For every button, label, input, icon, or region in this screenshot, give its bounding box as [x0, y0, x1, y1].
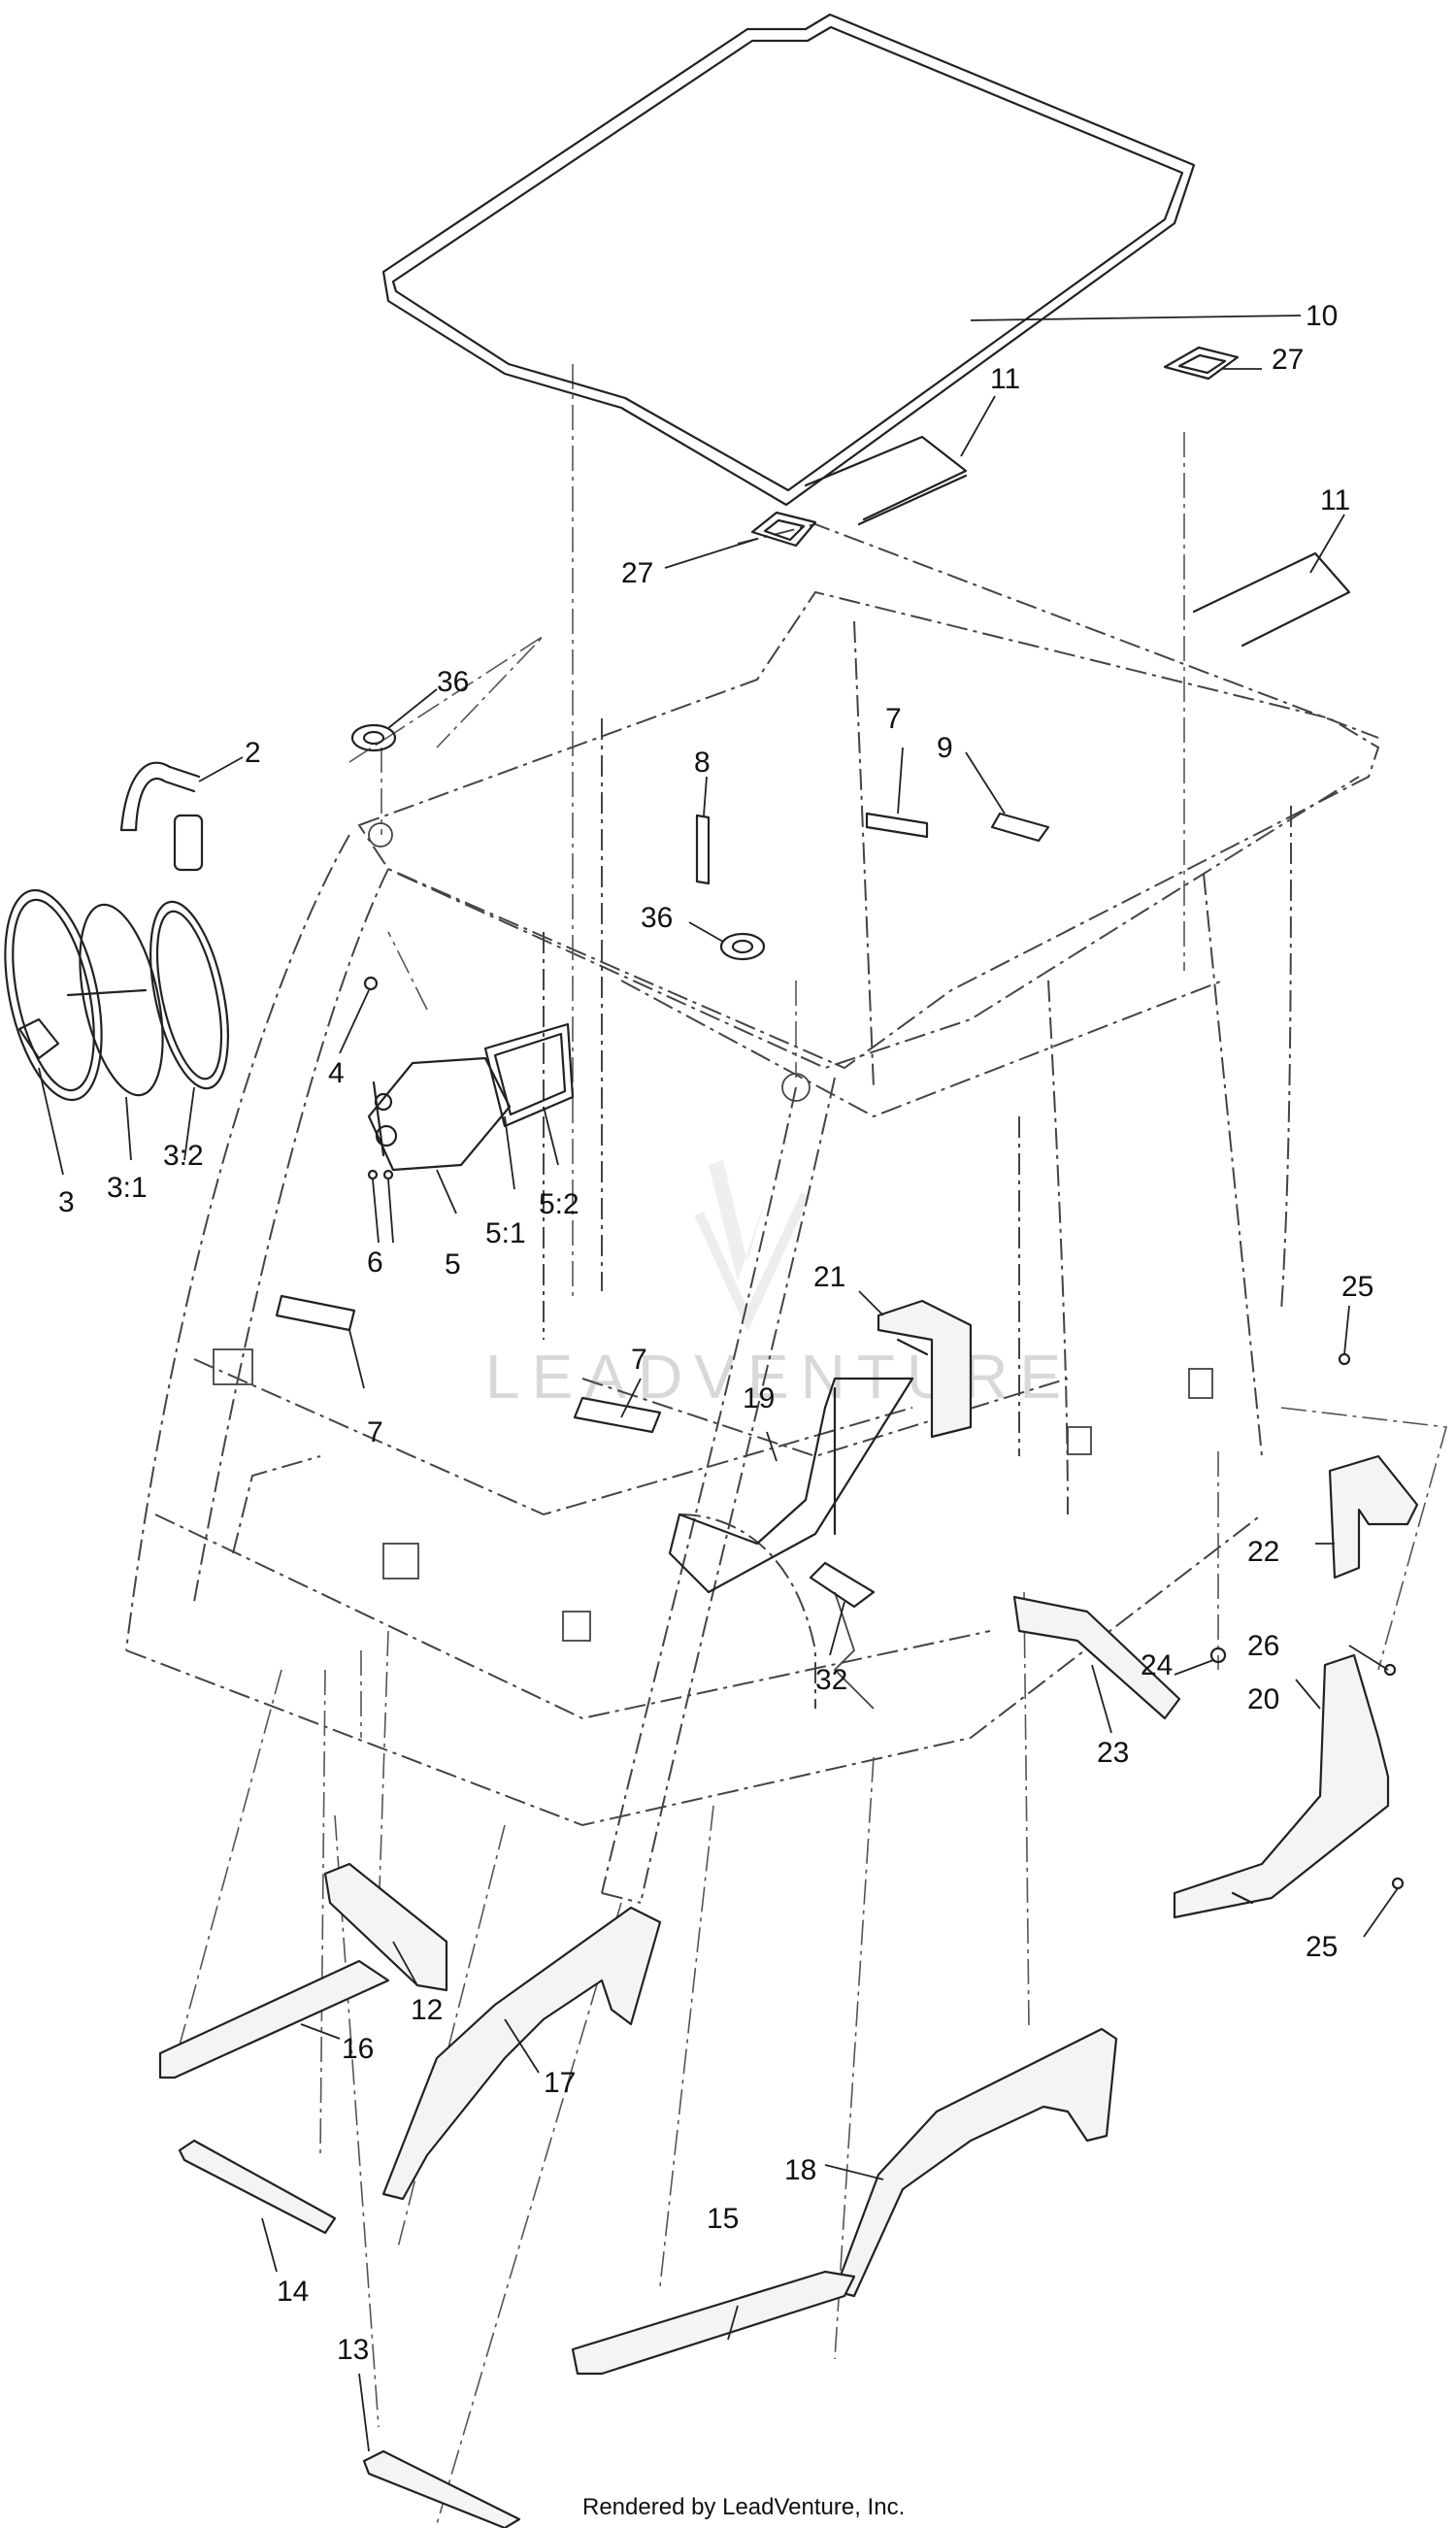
part-26-screw: [1383, 1663, 1397, 1677]
part-21-bracket: [877, 1299, 973, 1439]
part-7-pad-left: [275, 1294, 356, 1332]
callout-5: 5: [445, 1248, 461, 1281]
callout-36-top: 36: [437, 666, 469, 698]
part-4-screw: [363, 976, 379, 991]
callout-3: 3: [58, 1186, 75, 1218]
part-6-screws: [367, 1169, 394, 1181]
callout-9: 9: [937, 732, 953, 764]
part-5-mirror-center: [367, 1056, 512, 1172]
part-14-trim: [178, 2139, 337, 2235]
part-27-grommet-right: [1163, 346, 1240, 381]
part-5-2-mirror-frame: [483, 1022, 575, 1128]
callout-11-left: 11: [990, 363, 1020, 395]
callout-19: 19: [743, 1382, 775, 1414]
part-3-2-mirror-frame: [149, 900, 229, 1090]
callout-3-2: 3:2: [163, 1140, 204, 1172]
callout-25-lower: 25: [1306, 1931, 1338, 1963]
part-7-pad-center: [573, 1396, 662, 1434]
callout-27-left: 27: [621, 557, 653, 589]
part-11-seal-strip-left: [804, 435, 968, 526]
footer-credit: Rendered by LeadVenture, Inc.: [582, 2494, 905, 2520]
leadventure-watermark-logo: [694, 1160, 811, 1333]
callout-36-center: 36: [641, 902, 673, 934]
part-24-clip: [1209, 1647, 1227, 1664]
part-11-seal-strip-right: [1192, 551, 1351, 648]
callout-14: 14: [277, 2276, 309, 2308]
callout-labels: 10 27 11 27 11 36 2 8 7 9 36 4 3 3:1 3:2…: [58, 300, 1373, 2366]
callout-10: 10: [1306, 300, 1338, 332]
part-10-headliner: [381, 13, 1196, 507]
part-17-trim: [381, 1906, 662, 2201]
callout-16: 16: [342, 2033, 374, 2065]
part-12-trim: [323, 1862, 448, 1992]
part-3-mirror-left: [4, 888, 148, 1102]
callout-5-1: 5:1: [485, 1217, 526, 1249]
callout-7-center: 7: [631, 1344, 647, 1376]
part-22-bracket: [1328, 1454, 1419, 1580]
part-18-trim: [833, 2027, 1118, 2298]
part-25-screw-upper: [1338, 1352, 1351, 1366]
part-7-pad-upper: [865, 812, 929, 839]
part-27-grommet-left: [750, 511, 817, 548]
callout-17: 17: [544, 2067, 576, 2099]
part-36-washer-center: [719, 932, 766, 961]
callout-26: 26: [1247, 1630, 1279, 1662]
callout-24: 24: [1141, 1649, 1173, 1681]
part-3-1-mirror-glass: [79, 903, 164, 1097]
cab-frame: [125, 522, 1380, 1904]
watermark-text: LEADVENTURE: [485, 1342, 1073, 1412]
callout-2: 2: [245, 737, 261, 769]
callout-4: 4: [328, 1057, 345, 1089]
callout-12: 12: [411, 1994, 443, 2026]
callout-8: 8: [694, 747, 711, 779]
callout-13: 13: [337, 2334, 369, 2366]
callout-18: 18: [784, 2154, 816, 2186]
part-36-washer-top: [350, 723, 397, 752]
callout-27-right: 27: [1272, 344, 1304, 376]
callout-22: 22: [1247, 1536, 1279, 1568]
callout-15: 15: [707, 2203, 739, 2235]
part-20-trim: [1173, 1653, 1390, 1919]
callout-11-right: 11: [1320, 484, 1350, 516]
leader-lines: [38, 315, 1399, 2452]
callout-7-left: 7: [367, 1416, 383, 1448]
alignment-lines: [174, 364, 1448, 2525]
part-32-pad: [809, 1561, 876, 1609]
part-25-screw-lower: [1391, 1877, 1405, 1890]
callout-7-upper: 7: [885, 703, 902, 735]
callout-5-2: 5:2: [539, 1188, 579, 1220]
callout-25-upper: 25: [1341, 1271, 1373, 1303]
part-9-pad: [990, 812, 1050, 843]
callout-20: 20: [1247, 1683, 1279, 1715]
part-13-trim: [362, 2449, 521, 2528]
callout-3-1: 3:1: [107, 1172, 148, 1204]
callout-21: 21: [813, 1261, 845, 1293]
callout-32: 32: [815, 1664, 847, 1696]
part-16-trim: [158, 1959, 390, 2079]
part-2-mirror-arm: [119, 761, 204, 872]
callout-6: 6: [367, 1247, 383, 1279]
part-15-trim: [571, 2270, 856, 2376]
callout-23: 23: [1097, 1737, 1129, 1769]
part-8-pad: [695, 814, 711, 885]
part-19-panel: [668, 1377, 914, 1594]
part-23-trim: [1012, 1595, 1181, 1720]
